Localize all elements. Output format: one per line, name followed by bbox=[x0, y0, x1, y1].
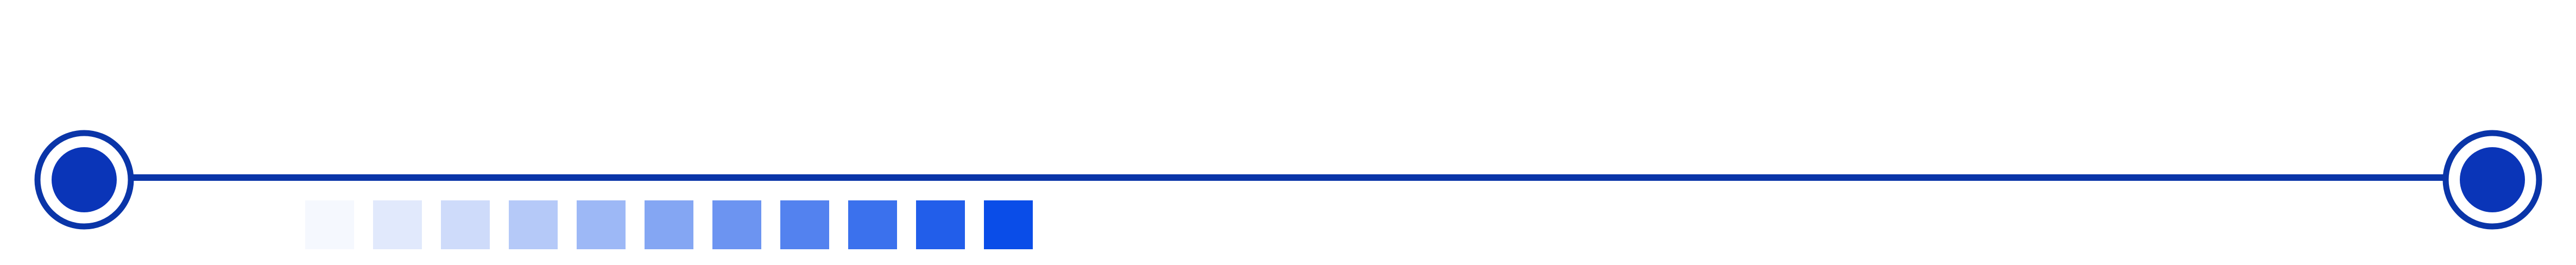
gradient-swatch-9 bbox=[848, 200, 897, 249]
gradient-swatch-6 bbox=[645, 200, 693, 249]
end-node-dot-icon bbox=[2460, 147, 2525, 212]
start-node-dot-icon bbox=[52, 147, 117, 212]
gradient-swatch-row bbox=[305, 200, 1033, 249]
end-node bbox=[2442, 130, 2542, 230]
gradient-swatch-10 bbox=[916, 200, 965, 249]
gradient-swatch-1 bbox=[305, 200, 354, 249]
gradient-swatch-4 bbox=[509, 200, 558, 249]
gradient-swatch-8 bbox=[780, 200, 829, 249]
gradient-swatch-5 bbox=[577, 200, 626, 249]
start-node bbox=[34, 130, 134, 230]
gradient-swatch-7 bbox=[712, 200, 761, 249]
gradient-swatch-3 bbox=[441, 200, 490, 249]
gradient-swatch-11 bbox=[984, 200, 1033, 249]
gradient-swatch-2 bbox=[373, 200, 422, 249]
